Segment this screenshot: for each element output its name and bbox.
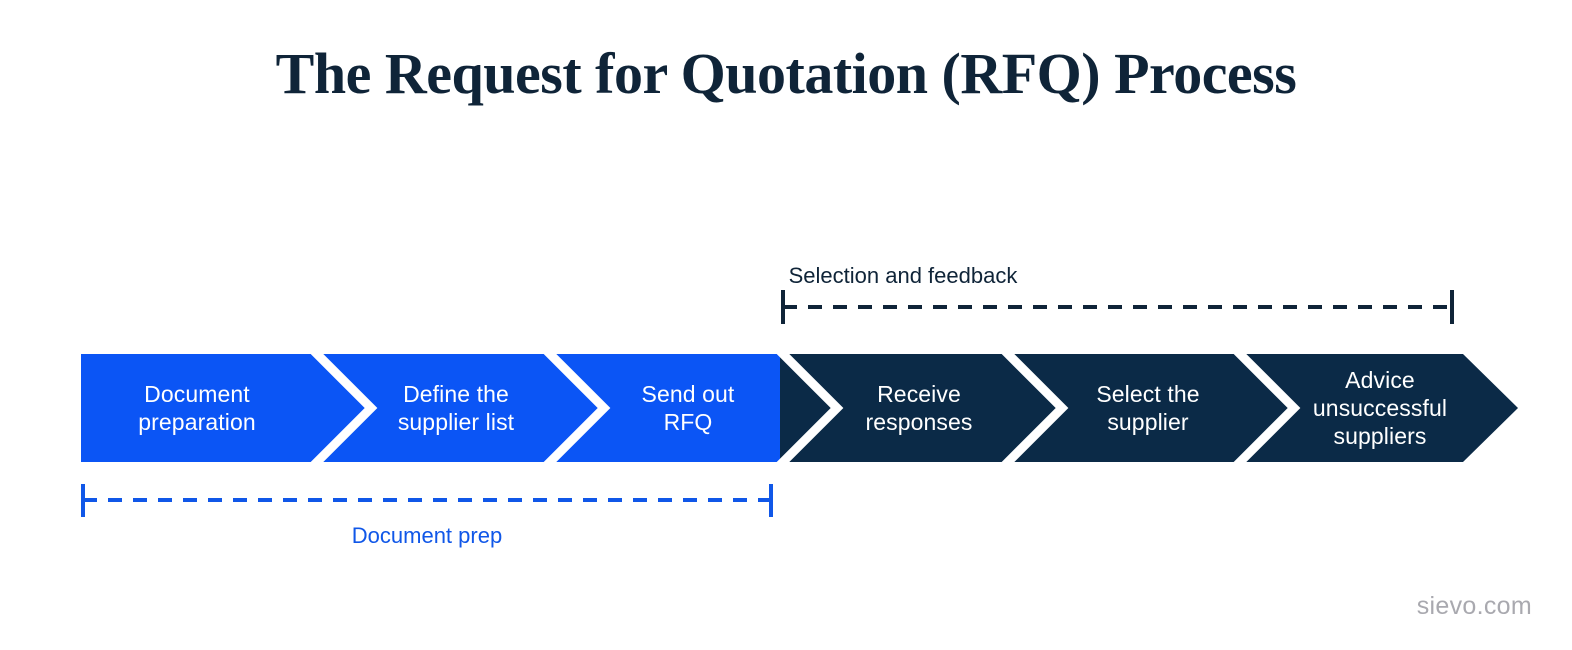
process-step-send-out-rfq[interactable]: Send out RFQ (641, 381, 735, 435)
document-prep-bracket-label: Document prep (351, 523, 503, 548)
page-title: The Request for Quotation (RFQ) Process (275, 41, 1297, 106)
process-step-receive-responses[interactable]: Receive responses (865, 381, 973, 435)
selection-bracket-label: Selection and feedback (788, 263, 1018, 288)
document-prep-bracket (81, 484, 773, 517)
process-step-advice-unsuccessful-suppliers[interactable]: Advice unsuccessful suppliers (1312, 367, 1448, 449)
selection-bracket (781, 290, 1454, 324)
sievo-watermark: sievo.com (1416, 592, 1532, 620)
process-step-define-the-supplier-list[interactable]: Define the supplier list (397, 381, 515, 435)
process-step-select-the-supplier[interactable]: Select the supplier (1096, 381, 1200, 435)
process-step-document-preparation[interactable]: Document preparation (138, 381, 256, 435)
